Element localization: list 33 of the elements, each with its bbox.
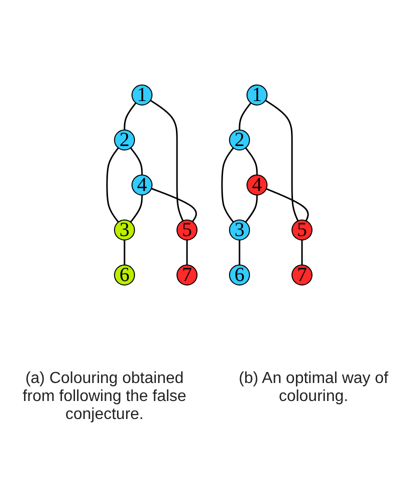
caption: (b) An optimal way of colouring. [238, 370, 390, 407]
node-circle [131, 84, 152, 106]
node-circle [291, 264, 312, 286]
connector [300, 240, 302, 265]
node-circle [114, 220, 134, 240]
connector [220, 147, 234, 223]
connector [130, 147, 142, 175]
caption: (a) Colouring obtained from following the false conjecture. [22, 370, 188, 424]
node-circle [131, 174, 152, 196]
graph-drawing: 1 2 4 3 5 6 7 1 2 4 3 5 6 7 [98, 0, 320, 370]
connector [106, 147, 118, 223]
node-circle [176, 220, 197, 240]
connector [150, 100, 184, 222]
connector [130, 195, 142, 223]
connector [244, 195, 258, 223]
connector [123, 102, 136, 130]
node-circle [246, 174, 267, 196]
connector [150, 188, 196, 222]
node-circle [114, 130, 134, 150]
node-circle [228, 264, 250, 286]
node-circle [291, 220, 312, 240]
connector [244, 147, 258, 175]
node-circle [228, 130, 250, 150]
node-circle [246, 84, 267, 106]
connector [264, 100, 298, 222]
connector [238, 240, 240, 265]
node-circle [228, 220, 250, 240]
node-circle [176, 264, 197, 286]
connector [238, 102, 251, 130]
node-circle [114, 264, 134, 286]
connector [123, 240, 125, 265]
connector [186, 240, 188, 265]
connector [265, 188, 308, 222]
